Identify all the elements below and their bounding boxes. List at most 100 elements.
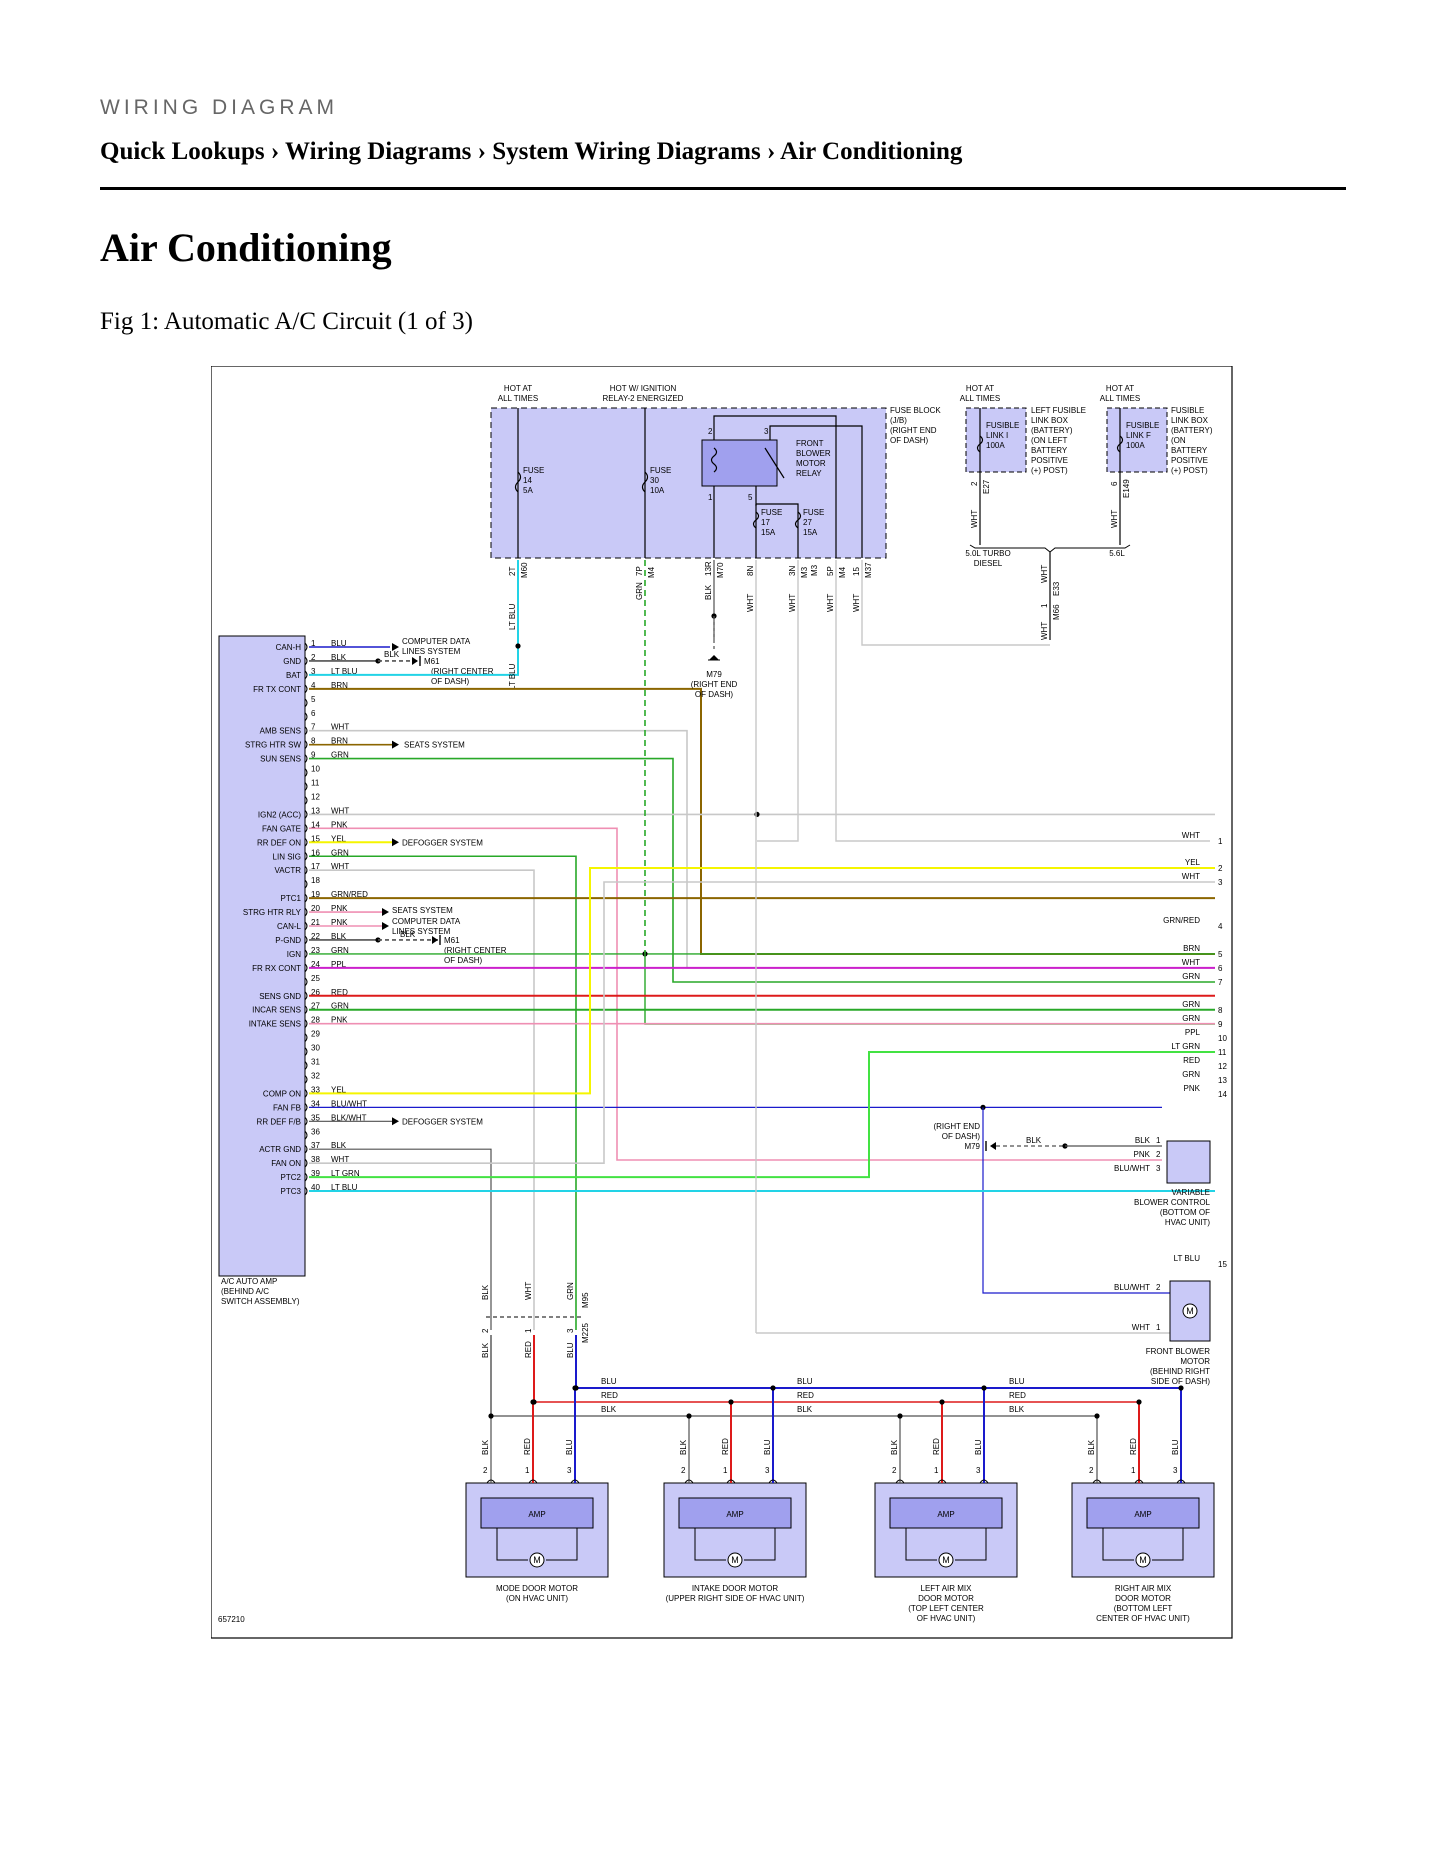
amp-pin-number: 24: [311, 960, 320, 969]
wire-color: RED: [1009, 1391, 1026, 1400]
jb-connector-pin: 7P: [635, 566, 644, 576]
connector-pin: 1: [1131, 1466, 1136, 1475]
motor-pin-icon: [1176, 1479, 1186, 1484]
amp-pin-wire-color: WHT: [331, 862, 349, 871]
wire-color: BLU/WHT: [1114, 1283, 1150, 1292]
motor-pin-icon: [1092, 1479, 1102, 1484]
m79-ground-label: M79: [706, 670, 722, 679]
connector-pin: 2: [970, 481, 979, 486]
blower-control-label: BLOWER CONTROL: [1134, 1198, 1211, 1207]
amp-label: AMP: [726, 1510, 743, 1519]
amp-label: AMP: [1134, 1510, 1151, 1519]
door-motor-label: MODE DOOR MOTOR: [496, 1584, 578, 1593]
fuse-30-label: 30: [650, 476, 659, 485]
wire-color: BLK: [384, 650, 400, 659]
seats-system-ref: SEATS SYSTEM: [392, 906, 453, 915]
fuse-27-label: 27: [803, 518, 812, 527]
relay-label: RELAY: [796, 469, 822, 478]
fusible-link-i-label: FUSIBLE: [986, 421, 1019, 430]
link-box-label: BATTERY: [1171, 446, 1208, 455]
amp-pin-number: 10: [311, 765, 320, 774]
door-motor-label: (TOP LEFT CENTER: [908, 1604, 984, 1613]
door-motor-label: (ON HVAC UNIT): [506, 1594, 568, 1603]
motor-pin-icon: [768, 1479, 778, 1484]
bat-lt-blu-wire: [309, 560, 519, 676]
amp-pin-name: IGN2 (ACC): [258, 810, 301, 819]
fuse-30-label: 10A: [650, 486, 665, 495]
output-connector-pin: 12: [1218, 1062, 1227, 1071]
connector-pin: 3: [567, 1466, 572, 1475]
door-motor-label: OF HVAC UNIT): [917, 1614, 976, 1623]
hot-at-all-times-label: HOT AT: [504, 384, 532, 393]
amp-pin-number: 8: [311, 737, 316, 746]
wire-color: GRN: [566, 1282, 575, 1300]
wire-color: WHT: [788, 594, 797, 612]
output-connector-pin: 8: [1218, 1006, 1223, 1015]
ptc2-wire: [309, 1051, 1215, 1179]
wire-color: BLK: [797, 1405, 813, 1414]
m79-ground-label: OF DASH): [942, 1132, 981, 1141]
amp-pin-number: 19: [311, 890, 320, 899]
output-wire-color: GRN: [1182, 972, 1200, 981]
amp-pin-icon: [304, 879, 308, 889]
amp-pin-number: 26: [311, 988, 320, 997]
amp-pin-wire-color: WHT: [331, 1155, 349, 1164]
m61-ground-label: OF DASH): [431, 677, 470, 686]
arrow-icon: [382, 908, 389, 917]
relay-label: BLOWER: [796, 449, 831, 458]
motor-drive-wire: [905, 1528, 937, 1561]
breadcrumb: Quick Lookups › Wiring Diagrams › System…: [100, 138, 963, 165]
connector-pin: 3: [1173, 1466, 1178, 1475]
fusible-link-i-label: LINK I: [986, 431, 1008, 440]
connector-pin: 1: [524, 1328, 533, 1333]
amp-pin-wire-color: YEL: [331, 1085, 347, 1094]
output-connector-pin: 10: [1218, 1034, 1227, 1043]
amp-pin-number: 3: [311, 667, 316, 676]
jb-connector-pin: 5P: [826, 566, 835, 576]
amp-pin-number: 35: [311, 1113, 320, 1122]
connector-id: E33: [1052, 581, 1061, 596]
m61-ground-label: M61: [424, 657, 440, 666]
wire-color: RED: [523, 1438, 532, 1455]
blower-control-label: VARIABLE: [1171, 1188, 1210, 1197]
amp-pin-name: FR RX CONT: [252, 964, 301, 973]
splice-dot: [531, 1399, 537, 1405]
wht-5p-wire: [835, 560, 1210, 842]
m61-ground-label: (RIGHT CENTER: [444, 946, 507, 955]
blower-motor-icon: [1182, 1303, 1198, 1319]
relay-feed: [769, 425, 863, 558]
amp-pin-name: COMP ON: [263, 1089, 301, 1098]
ac-auto-amp-label: SWITCH ASSEMBLY): [221, 1297, 300, 1306]
section-kicker: WIRING DIAGRAM: [100, 96, 338, 119]
wire-color: RED: [524, 1341, 533, 1358]
door-motor-amp: [889, 1497, 1003, 1529]
fuse-block-label: FUSE BLOCK: [890, 406, 941, 415]
fuse-27-icon: [794, 511, 802, 529]
wire-color: BLK: [1087, 1439, 1096, 1455]
amp-pin-number: 16: [311, 848, 320, 857]
fuse-block-label: OF DASH): [890, 436, 929, 445]
fusible-link-f-label: FUSIBLE: [1126, 421, 1159, 430]
relay-switch-icon: [764, 447, 785, 479]
output-connector-pin: 6: [1218, 964, 1223, 973]
amp-pin-name: INTAKE SENS: [249, 1020, 301, 1029]
wire-color: BLU: [763, 1439, 772, 1455]
wire-color: BLK: [679, 1439, 688, 1455]
amp-pin-icon: [304, 726, 308, 736]
fuse-27-label: FUSE: [803, 508, 824, 517]
output-wire-color: GRN/RED: [1163, 916, 1200, 925]
output-wire-color: WHT: [1182, 872, 1200, 881]
motor-drive-wire: [744, 1528, 776, 1561]
amp-pin-number: 13: [311, 806, 320, 815]
link-box-label: (+) POST): [1031, 466, 1068, 475]
amp-pin-name: SUN SENS: [260, 755, 301, 764]
amp-pin-wire-color: GRN: [331, 848, 349, 857]
computer-data-ref: LINES SYSTEM: [402, 647, 461, 656]
output-wire-color: YEL: [1185, 858, 1201, 867]
amp-pin-number: 14: [311, 820, 320, 829]
connector-pin: 2: [1156, 1283, 1161, 1292]
output-wire-color: RED: [1183, 1056, 1200, 1065]
fusible-link-i-label: 100A: [986, 441, 1005, 450]
amp-pin-wire-color: PPL: [331, 960, 347, 969]
